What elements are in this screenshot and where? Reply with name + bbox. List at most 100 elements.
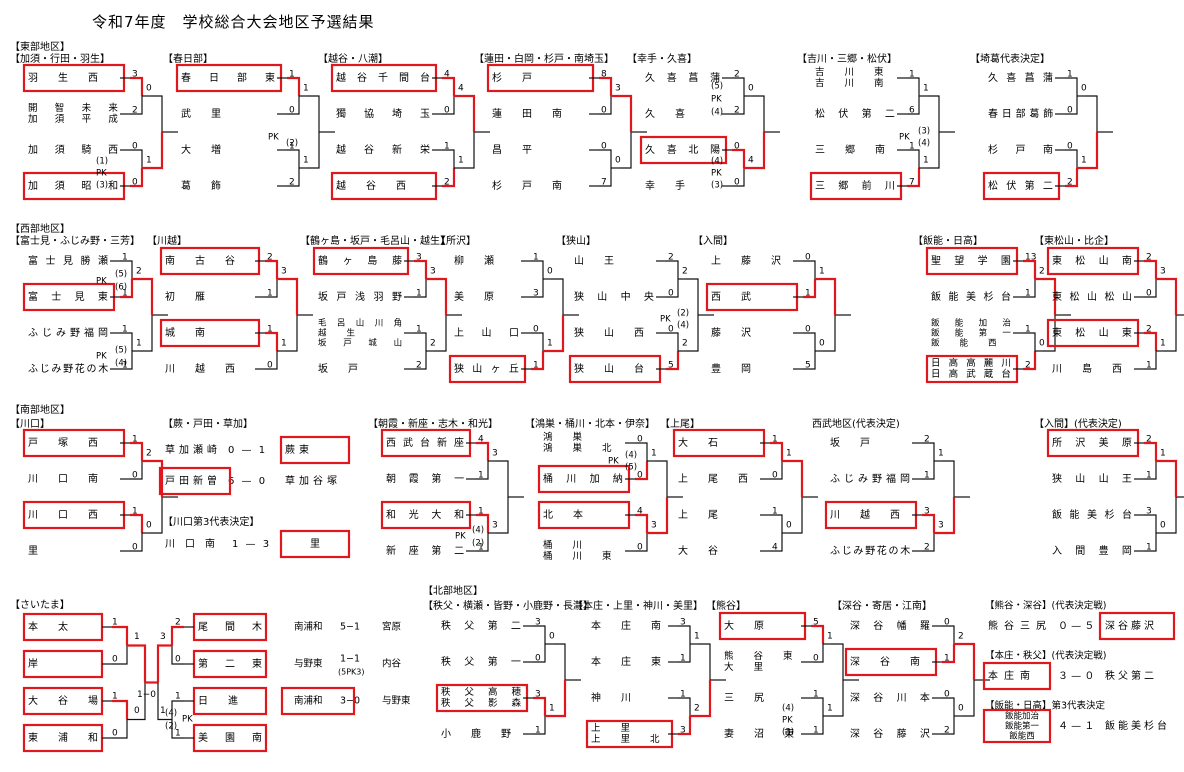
winner-path <box>454 94 476 132</box>
bracket-header: 【朝霞・新座・志木・和光】 <box>368 417 498 430</box>
team-name: 飯能美杉台 <box>1052 508 1140 521</box>
team-name: 熊谷東 <box>724 650 813 662</box>
bracket-path <box>811 697 824 716</box>
team-name: 秩父第二 <box>441 619 534 632</box>
score: 1 <box>923 84 929 94</box>
bracket-path <box>635 533 648 552</box>
score: 0 <box>535 654 541 664</box>
bracket-path <box>803 351 816 370</box>
bracket-path <box>1164 278 1177 315</box>
winner-path <box>1035 277 1057 315</box>
bracket-path <box>265 351 278 370</box>
team-name: 第二東 <box>198 657 279 670</box>
winner-path <box>545 680 567 718</box>
winner-path <box>1023 259 1037 279</box>
score: 2 <box>958 632 964 642</box>
bracket-header: 【川口】 <box>10 418 50 430</box>
score: 0 <box>533 325 539 335</box>
winner-path <box>156 644 172 683</box>
bracket-path <box>414 332 427 351</box>
score: 0 <box>813 654 819 664</box>
score: 13 <box>1025 253 1036 263</box>
score: 0 <box>805 325 811 335</box>
bracket-path <box>1065 77 1078 96</box>
score: 2 <box>175 618 181 628</box>
bracket-header: 【飯能・日高】 <box>913 234 983 247</box>
score: 2 <box>924 435 930 445</box>
score: 2 <box>132 106 138 116</box>
score: 0 <box>805 253 811 263</box>
score: 1 <box>694 632 700 642</box>
team-name: 東松山南 <box>1052 254 1145 267</box>
score: 1 <box>827 632 833 642</box>
score: 3 <box>680 726 686 736</box>
team-name: 飯能加治 <box>1005 711 1040 722</box>
pk-note: (4) <box>625 451 637 461</box>
team-name: 東松山東 <box>1052 326 1145 339</box>
pk-note: PK <box>96 277 107 287</box>
pk-note: (4) <box>165 709 177 719</box>
bracket-path <box>666 279 679 298</box>
team-name: 三尻 <box>724 692 784 704</box>
match-score: 5−1 <box>340 622 360 633</box>
score: 2 <box>694 704 700 714</box>
pk-note: (4) <box>711 157 723 167</box>
bracket-path <box>287 149 300 168</box>
score: 2 <box>734 106 740 116</box>
team-name: 与野東 <box>294 658 323 670</box>
score: 1 <box>938 449 944 459</box>
winner-path <box>803 279 817 299</box>
score: 1 <box>289 70 295 80</box>
pk-note: PK <box>268 133 279 143</box>
team-name: 熊谷三尻 <box>988 619 1052 632</box>
bracket-path <box>442 149 455 168</box>
score: 1 <box>132 435 138 445</box>
winner-path <box>132 277 154 315</box>
team-name: 深谷藤沢 <box>1105 619 1157 632</box>
team-name: 里 <box>28 545 38 557</box>
score: 0 <box>734 142 740 152</box>
score: 1 <box>1146 471 1152 481</box>
team-name: 越生 <box>318 328 375 339</box>
pk-note: (3) <box>96 181 108 191</box>
bracket-path <box>686 278 699 315</box>
bracket-path <box>150 132 163 169</box>
winner-path <box>130 168 144 188</box>
team-name: 吉川東 <box>815 66 904 78</box>
bracket-header: 【蓮田・白岡・杉戸・南埼玉】 <box>474 52 614 65</box>
pk-note: (5) <box>115 346 127 356</box>
team-name: 戸田新曽 <box>165 474 221 487</box>
score: 2 <box>924 543 930 553</box>
bracket-path <box>1085 132 1098 169</box>
bracket-path <box>942 625 955 644</box>
pk-note: PK <box>96 169 107 179</box>
match-score: ０ — ５ <box>1058 621 1094 632</box>
team-name: 飯能加治 <box>931 318 1026 329</box>
team-name: 南浦和 <box>294 695 323 707</box>
region-label-south: 【南部地区】 <box>10 403 70 416</box>
score: 1 <box>478 471 484 481</box>
bracket-path <box>619 95 632 132</box>
team-name: 富士見勝瀬 <box>28 254 116 267</box>
score: 1 <box>416 325 422 335</box>
score: 1 <box>303 156 309 166</box>
pk-note: (4) <box>711 108 723 118</box>
team-name: 和光大和 <box>386 508 477 521</box>
bracket-path <box>732 149 745 168</box>
team-name: 蕨東 <box>285 443 313 456</box>
winner-path <box>1144 441 1158 461</box>
winner-box <box>158 466 232 496</box>
team-name: 本庄南 <box>591 619 681 632</box>
winner-path <box>442 76 456 96</box>
bracket-header: 【飯能・日高】第3代表決定 <box>985 700 1106 712</box>
winner-path <box>127 644 147 683</box>
bracket-header: 【深谷・寄居・江南】 <box>832 599 932 612</box>
